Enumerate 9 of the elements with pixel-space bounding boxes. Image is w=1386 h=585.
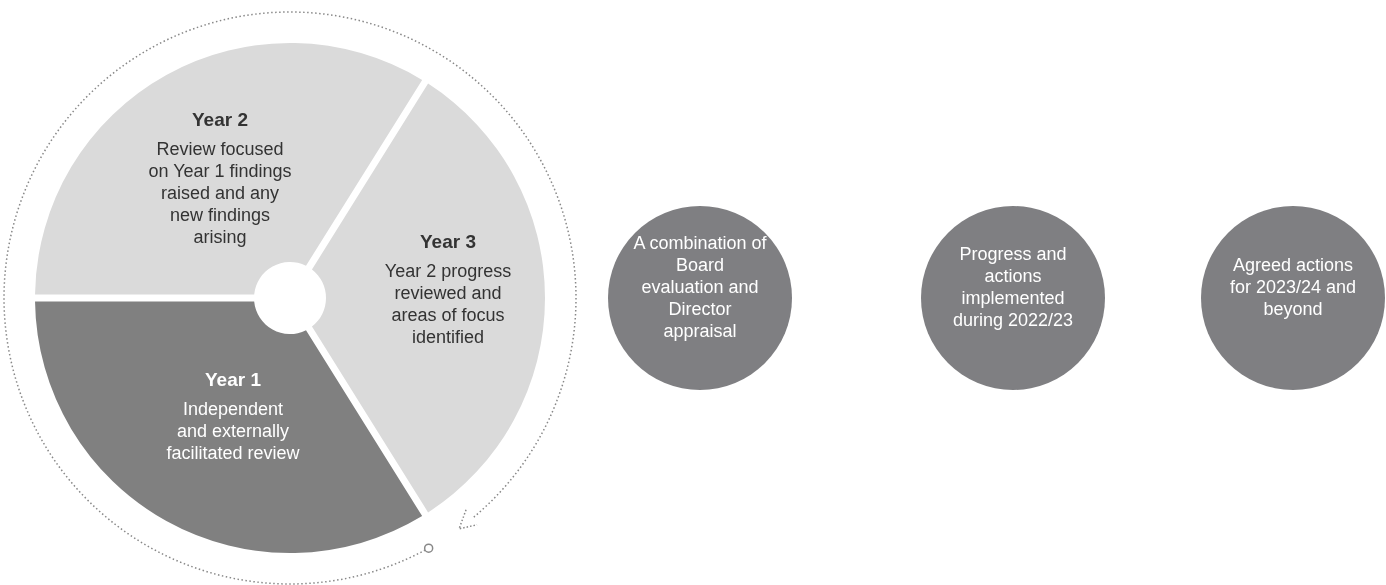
segment-description: Independent and externally facilitated review bbox=[165, 398, 301, 464]
year-heading: Year 1 bbox=[204, 368, 262, 392]
stage-description: Agreed actions for 2023/24 and beyond bbox=[1228, 254, 1358, 320]
year-heading: Year 2 bbox=[191, 108, 249, 132]
segment-description: Year 2 progress reviewed and areas of focus identified bbox=[383, 260, 513, 348]
stage-description: Progress and actions implemented during 2022/23 bbox=[951, 243, 1075, 331]
stage-description: A combination of Board evaluation and Director appraisal bbox=[632, 232, 768, 342]
year-heading: Year 3 bbox=[419, 230, 477, 254]
segment-description: Review focused on Year 1 findings raised and any new findings arising bbox=[147, 138, 293, 248]
